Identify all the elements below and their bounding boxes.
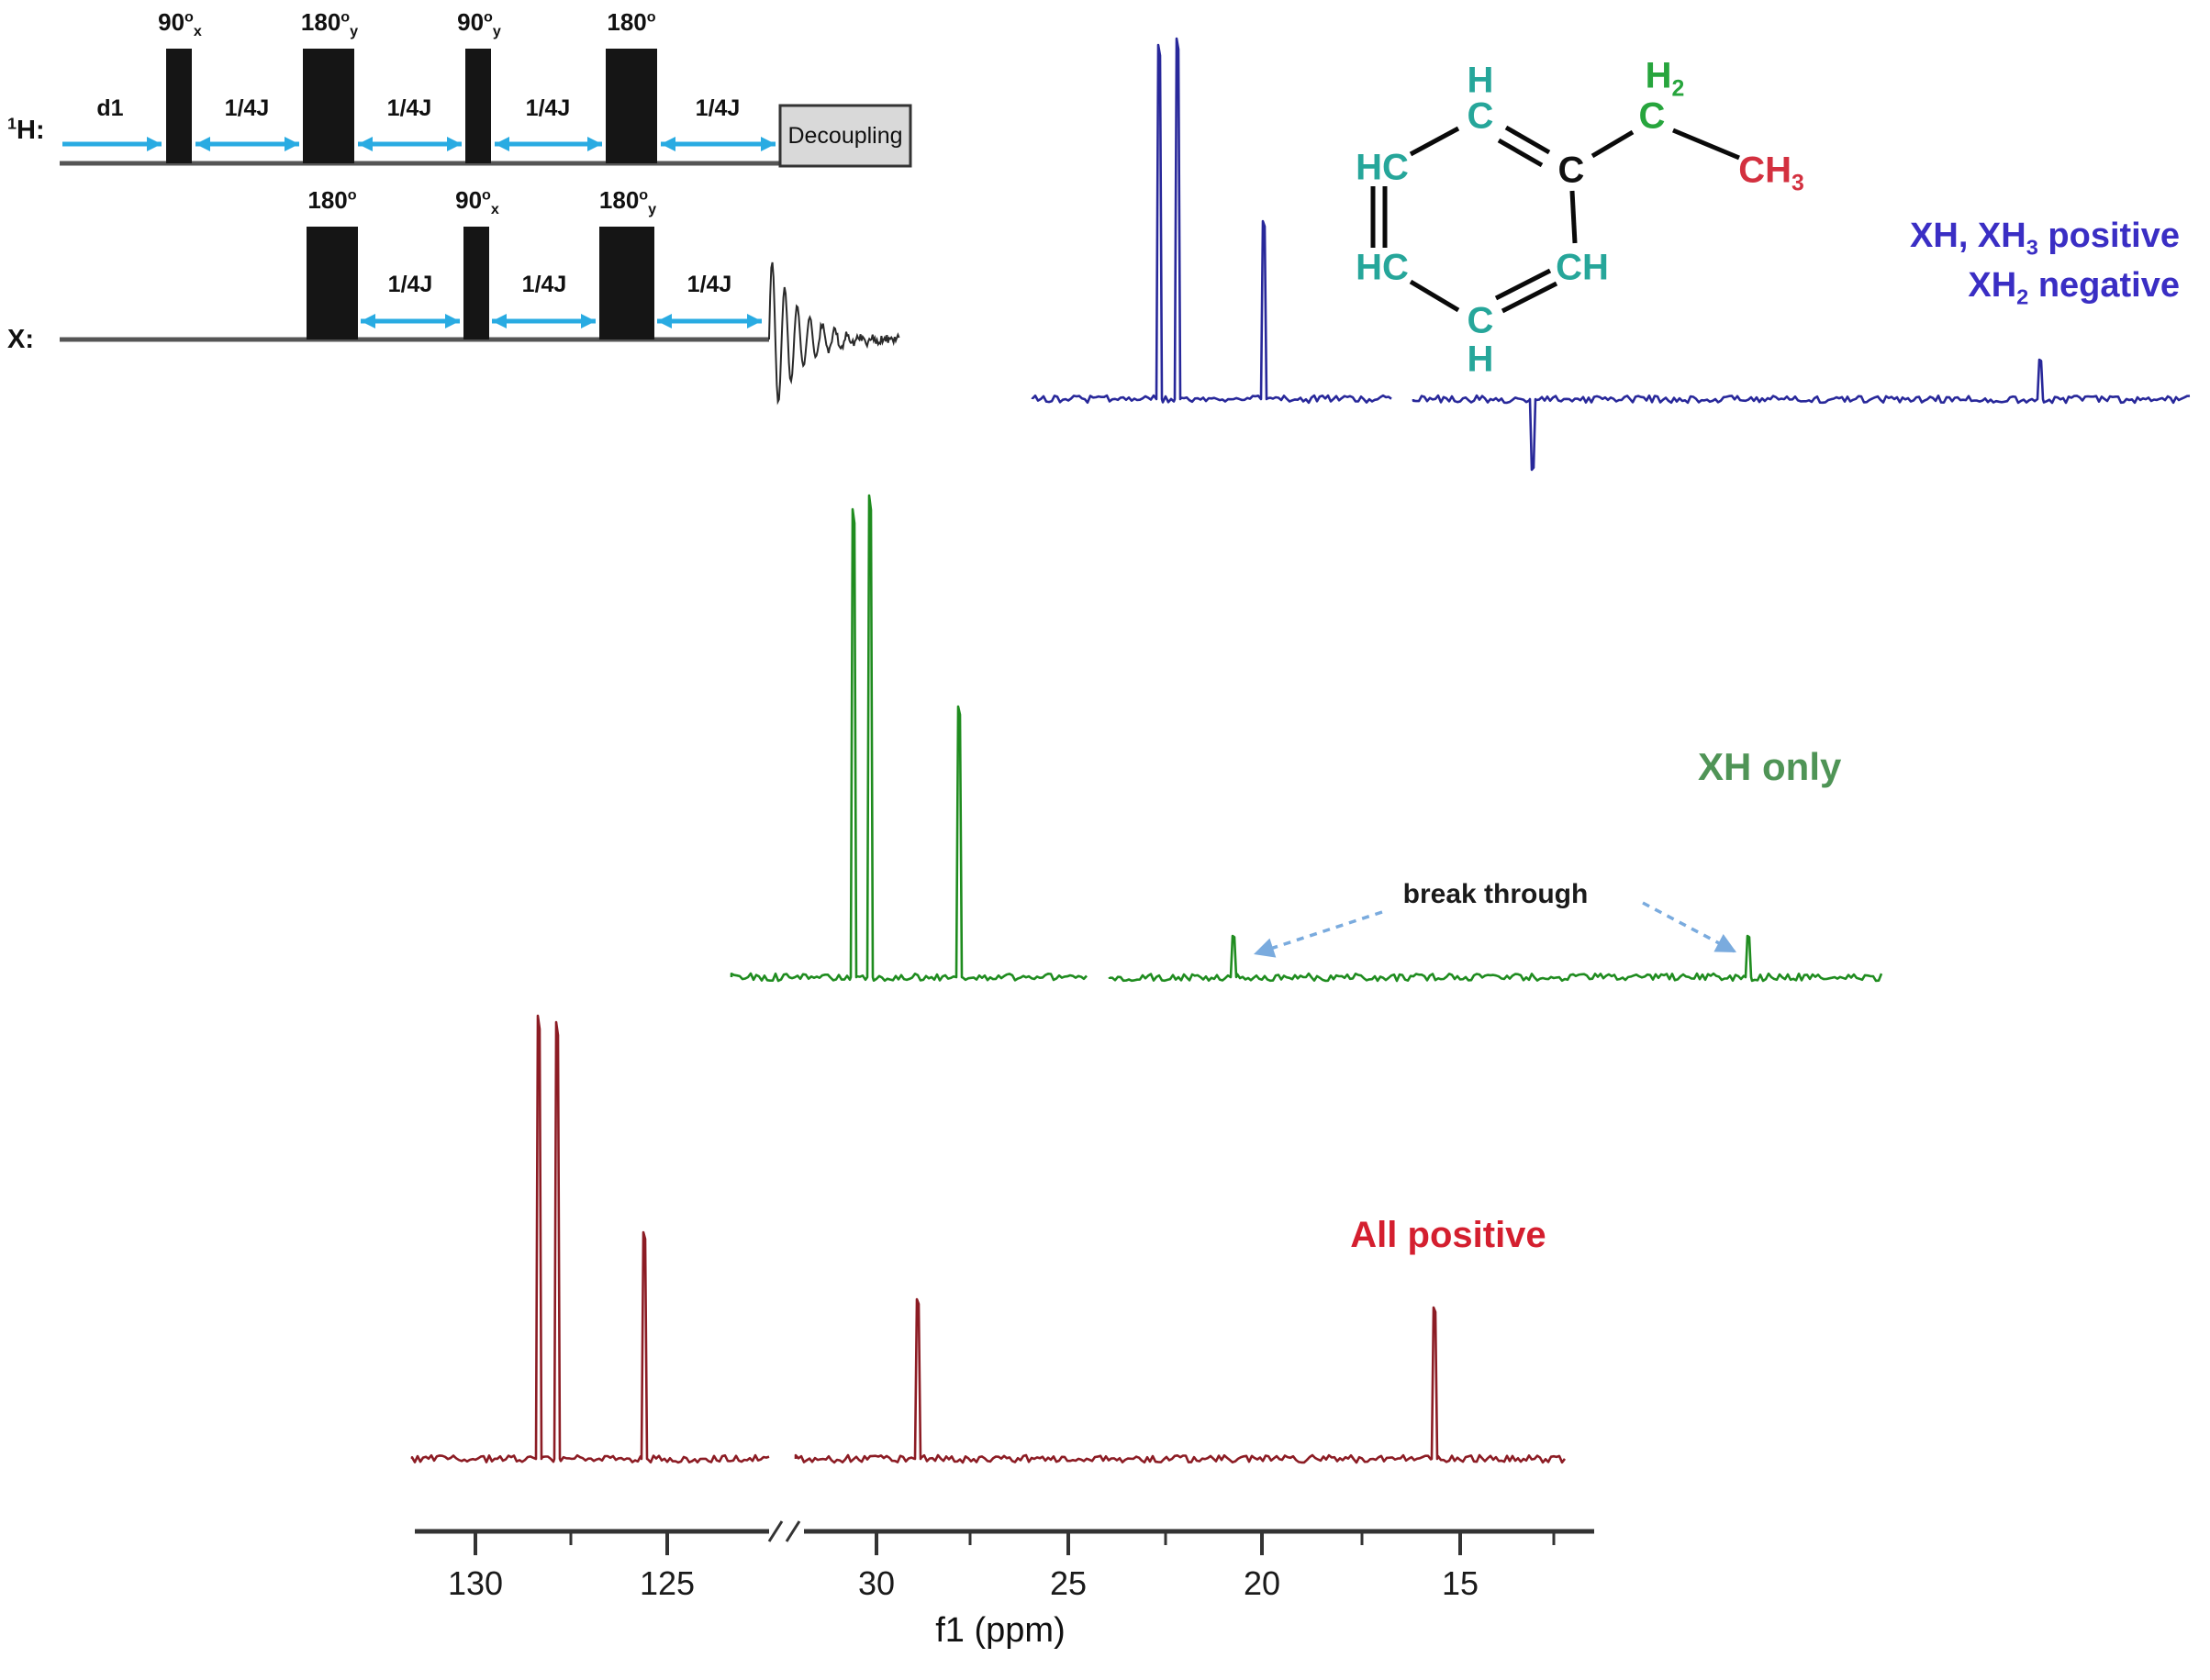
- pulse-h1-0: [166, 49, 192, 163]
- fid-signal: [768, 261, 900, 406]
- atom-4: C: [1467, 300, 1494, 341]
- apt-annotation: XH, XH3 positive XH2 negative: [1684, 211, 2180, 310]
- pulse-sequence-diagram: [60, 49, 912, 406]
- pulse-label-x-2: 180oy: [598, 186, 657, 218]
- pulse-h1-1: [303, 49, 354, 163]
- atom-10: CH3: [1738, 150, 1804, 196]
- pulse-x-0: [307, 227, 358, 339]
- delay-label-x-1: 1/4J: [521, 272, 567, 297]
- atom-1: C: [1467, 95, 1494, 137]
- delay-label-x-2: 1/4J: [686, 272, 732, 297]
- ppm-axis: [415, 1520, 1594, 1555]
- channel-label-h1: 1H:: [7, 114, 45, 145]
- axis-tick-15: 15: [1441, 1564, 1479, 1602]
- delay-label-h1-2: 1/4J: [386, 95, 432, 121]
- channel-label-x: X:: [7, 325, 34, 354]
- pulse-label-h1-3: 180o: [607, 8, 656, 36]
- atom-0: H: [1467, 60, 1494, 101]
- axis-tick-30: 30: [857, 1564, 896, 1602]
- delay-label-x-0: 1/4J: [387, 272, 433, 297]
- axis-tick-20: 20: [1243, 1564, 1281, 1602]
- pulse-label-h1-0: 90ox: [158, 8, 202, 40]
- axis-tick-25: 25: [1049, 1564, 1088, 1602]
- delay-label-h1-1: 1/4J: [224, 95, 270, 121]
- pulse-label-x-1: 90ox: [455, 186, 499, 218]
- axis-tick-125: 125: [639, 1564, 696, 1602]
- pulse-x-2: [599, 227, 654, 339]
- all-positive-annotation: All positive: [1350, 1215, 1546, 1255]
- axis-tick-130: 130: [447, 1564, 504, 1602]
- pulse-label-h1-1: 180oy: [300, 8, 359, 40]
- atom-9: C: [1638, 95, 1666, 137]
- atom-3: HC: [1356, 247, 1409, 288]
- break-through-annotation: break through: [1402, 879, 1589, 909]
- pulse-h1-3: [606, 49, 657, 163]
- pulse-h1-2: [465, 49, 491, 163]
- delay-label-h1-3: 1/4J: [525, 95, 571, 121]
- break-through-arrows: [1253, 901, 1737, 958]
- all-positive-spectrum: [410, 1014, 1567, 1464]
- ethylbenzene-structure: [1370, 125, 1740, 314]
- apt-spectrum: [1031, 37, 2191, 472]
- atom-5: H: [1467, 339, 1494, 380]
- delay-label-h1-4: 1/4J: [695, 95, 741, 121]
- pulse-x-1: [463, 227, 489, 339]
- atom-6: CH: [1556, 247, 1609, 288]
- decoupling-box-label: Decoupling: [787, 122, 903, 149]
- xh-only-spectrum: [730, 494, 1883, 983]
- decoupling-box: [778, 104, 912, 168]
- x-axis-title: f1 (ppm): [935, 1611, 1066, 1650]
- atom-7: C: [1557, 150, 1585, 191]
- atom-8: H2: [1645, 55, 1685, 102]
- delay-label-h1-0: d1: [96, 95, 124, 121]
- apt-annotation-line2: XH2 negative: [1968, 266, 2180, 309]
- atom-2: HC: [1356, 147, 1409, 188]
- xh-only-annotation: XH only: [1698, 745, 1842, 788]
- apt-annotation-line1: XH, XH3 positive: [1910, 217, 2180, 260]
- pulse-label-x-0: 180o: [307, 186, 357, 214]
- pulse-label-h1-2: 90oy: [457, 8, 501, 40]
